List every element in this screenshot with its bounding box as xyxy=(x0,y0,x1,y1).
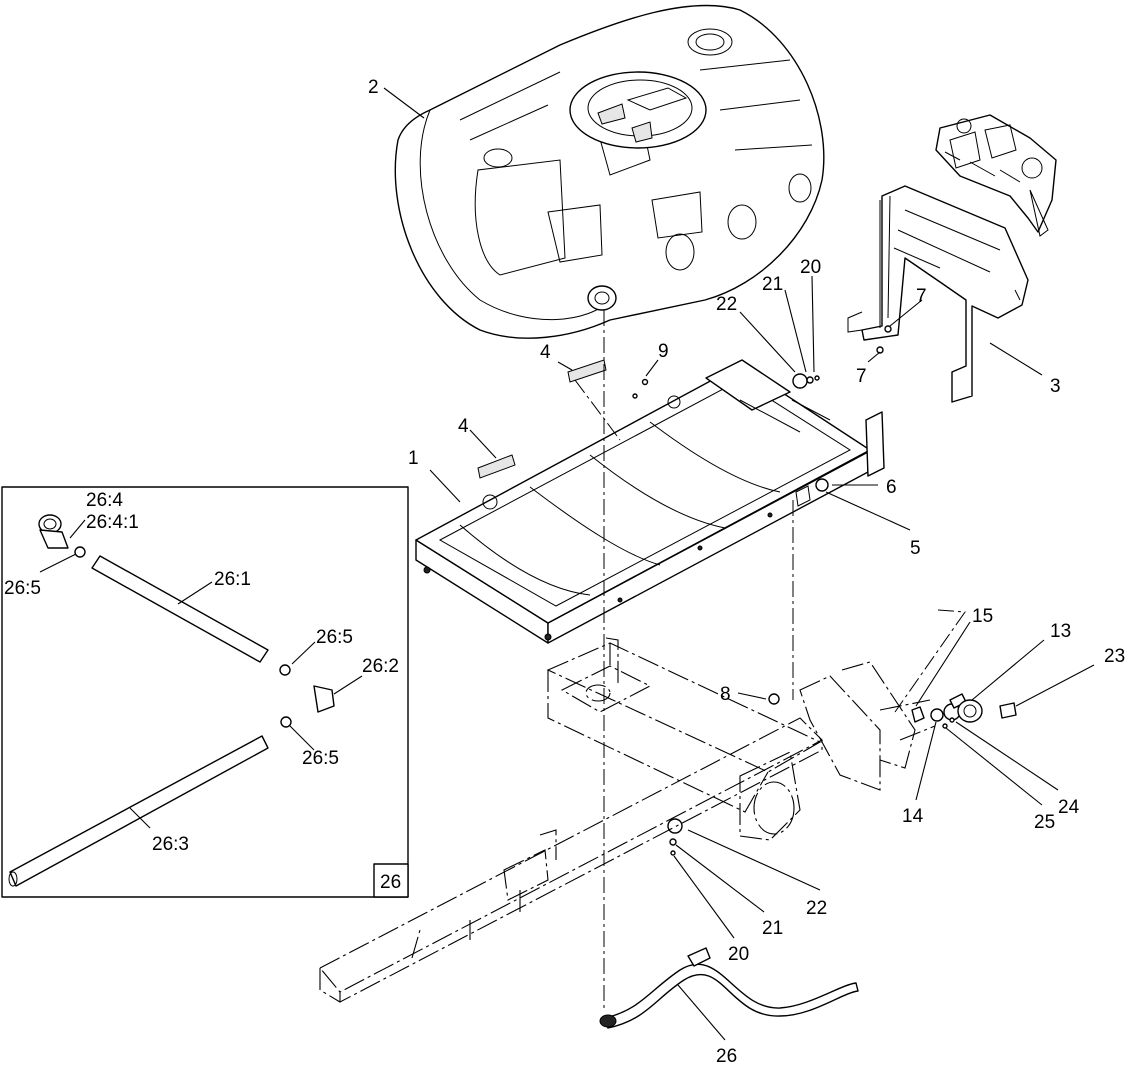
inset-box-number: 26 xyxy=(380,872,401,893)
drain-hose xyxy=(599,947,859,1029)
inset-label-26-5-a: 26:5 xyxy=(4,578,41,599)
callout-22-bottom: 22 xyxy=(806,898,827,919)
tank-support-bracket xyxy=(847,185,1029,403)
callout-1: 1 xyxy=(408,448,419,469)
inset-label-26-5-c: 26:5 xyxy=(302,748,339,769)
callout-24: 24 xyxy=(1058,797,1080,818)
callout-5: 5 xyxy=(910,538,921,559)
inset-label-26-2: 26:2 xyxy=(362,656,399,677)
fasteners xyxy=(632,325,892,856)
callout-25: 25 xyxy=(1034,812,1055,833)
callout-7-lower: 7 xyxy=(856,366,867,387)
spray-tank xyxy=(394,4,825,339)
inset-label-26-5-b: 26:5 xyxy=(316,627,353,648)
inset-labels: 26:4 26:4:1 26:5 26:1 26:5 26:2 26:5 26:… xyxy=(4,490,401,893)
callout-4-lower: 4 xyxy=(458,416,469,437)
callout-20-top: 20 xyxy=(800,257,821,278)
callout-labels: 2 3 1 4 4 9 22 21 20 7 7 6 5 15 13 23 8 … xyxy=(368,77,1125,1067)
callout-20-bottom: 20 xyxy=(728,944,749,965)
callout-21-bottom: 21 xyxy=(762,918,783,939)
valve-manifold xyxy=(935,114,1057,237)
inset-label-26-3: 26:3 xyxy=(152,834,189,855)
hose-assembly-inset xyxy=(1,486,409,898)
callout-15: 15 xyxy=(972,606,993,627)
callout-7-upper: 7 xyxy=(916,286,927,307)
vehicle-chassis-phantom xyxy=(319,637,936,1003)
callout-3: 3 xyxy=(1050,376,1061,397)
drain-fittings xyxy=(911,693,1017,729)
callout-8: 8 xyxy=(720,684,731,705)
alignment-centerlines xyxy=(574,310,966,1010)
callout-9: 9 xyxy=(658,341,669,362)
callout-4-upper: 4 xyxy=(540,342,551,363)
callout-22-top: 22 xyxy=(716,294,737,315)
callout-6: 6 xyxy=(886,477,897,498)
callout-13: 13 xyxy=(1050,621,1071,642)
inset-label-26-1: 26:1 xyxy=(214,569,251,590)
callout-26: 26 xyxy=(716,1046,737,1067)
tank-frame xyxy=(415,359,885,644)
inset-label-26-4-1: 26:4:1 xyxy=(86,512,139,533)
leader-lines xyxy=(39,87,1095,1041)
callout-21-top: 21 xyxy=(762,274,783,295)
callout-23: 23 xyxy=(1104,646,1125,667)
inset-label-26-4: 26:4 xyxy=(86,490,123,511)
callout-2: 2 xyxy=(368,77,379,98)
callout-14: 14 xyxy=(902,806,924,827)
